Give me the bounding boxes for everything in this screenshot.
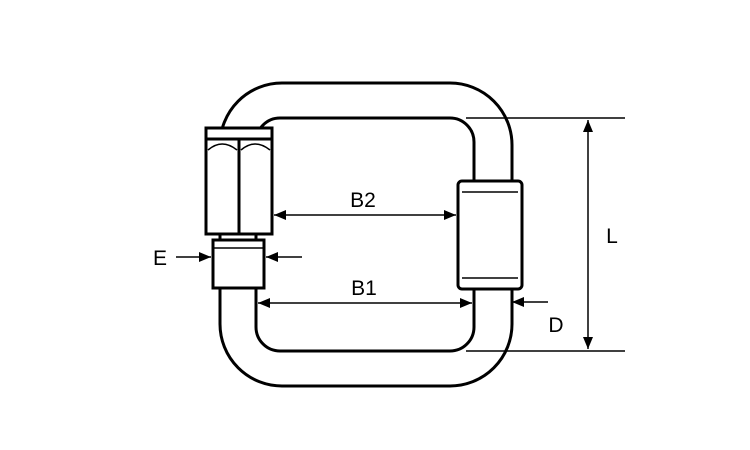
dimension-e: E <box>153 247 302 270</box>
right-barrel-body <box>456 179 524 291</box>
dimension-b2-label: B2 <box>350 189 376 212</box>
dimension-e-label: E <box>153 247 167 270</box>
hex-nut-right-chamfer <box>240 143 271 151</box>
dimension-b1: B1 <box>258 277 472 308</box>
dimension-d: D <box>512 297 564 337</box>
link-inner-outline <box>254 116 476 353</box>
dimension-b2: B2 <box>274 189 456 220</box>
right-barrel <box>456 179 524 291</box>
dimension-l-label: L <box>606 225 618 248</box>
threaded-sleeve-body <box>211 238 266 290</box>
hex-nut-left-chamfer <box>207 143 238 151</box>
dimension-l: L <box>466 117 625 352</box>
threaded-sleeve <box>211 238 266 290</box>
hex-nut <box>204 126 274 236</box>
dimension-d-label: D <box>548 314 563 337</box>
dimension-b1-label: B1 <box>351 277 377 300</box>
